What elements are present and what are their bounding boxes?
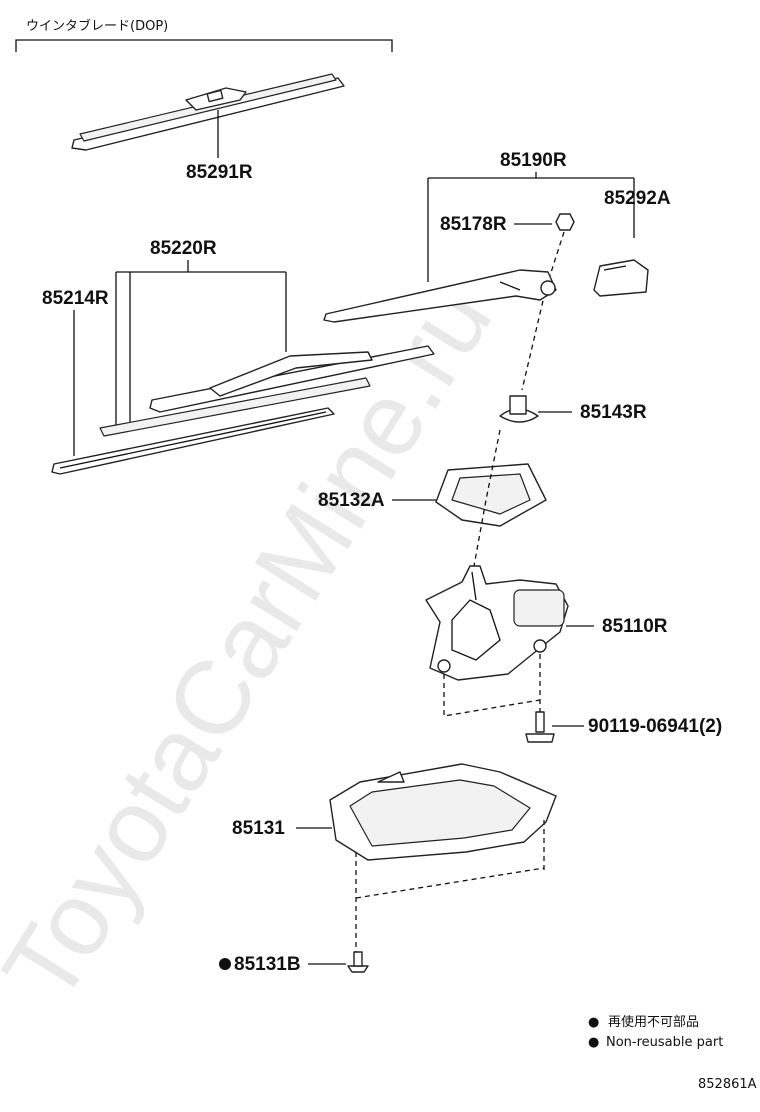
motor-seal-drawing[interactable] (435, 463, 547, 527)
label-85131[interactable]: 85131 (232, 818, 285, 839)
label-85132A[interactable]: 85132A (318, 490, 385, 511)
motor-cover-drawing[interactable] (329, 763, 557, 861)
cover-clip-lines (355, 820, 545, 956)
grommet-drawing[interactable] (499, 395, 539, 423)
label-85291R[interactable]: 85291R (186, 162, 253, 183)
label-85220R[interactable]: 85220R (150, 238, 217, 259)
leader-85220R (115, 260, 287, 430)
label-85190R[interactable]: 85190R (500, 150, 567, 171)
legend-text-jp: 再使用不可部品 (608, 1014, 699, 1030)
legend-symbol-jp: ● (588, 1015, 599, 1030)
motor-bolt-lines (443, 654, 541, 717)
label-85292A[interactable]: 85292A (604, 188, 671, 209)
legend-text-en: Non-reusable part (606, 1035, 723, 1050)
wiper-rubber-drawing[interactable] (51, 407, 335, 475)
axis-line-upper (521, 231, 565, 391)
legend-symbol-en: ● (588, 1035, 599, 1050)
leader-85190R (427, 172, 635, 282)
label-90119-06941[interactable]: 90119-06941(2) (588, 716, 722, 737)
label-85178R[interactable]: 85178R (440, 214, 507, 235)
cover-clip-drawing[interactable] (347, 951, 369, 973)
non-reusable-marker (219, 958, 231, 970)
wiper-arm-drawing[interactable] (323, 269, 557, 323)
label-85214R[interactable]: 85214R (42, 288, 109, 309)
label-85110R[interactable]: 85110R (602, 616, 668, 637)
label-85143R[interactable]: 85143R (580, 402, 647, 423)
wiper-blade-dop-drawing[interactable] (71, 73, 345, 151)
dop-group-label: ウインタブレード(DOP) (26, 18, 168, 34)
wiper-arm-nut-drawing[interactable] (555, 213, 575, 231)
wiper-arm-cap-drawing[interactable] (593, 259, 649, 297)
dop-group-bracket (15, 39, 393, 52)
wiper-motor-drawing[interactable] (425, 565, 569, 681)
motor-bolt-drawing[interactable] (525, 711, 555, 743)
wiper-blade-drawing[interactable] (99, 345, 435, 437)
label-85131B[interactable]: 85131B (234, 954, 301, 975)
figure-id: 852861A (698, 1077, 757, 1092)
